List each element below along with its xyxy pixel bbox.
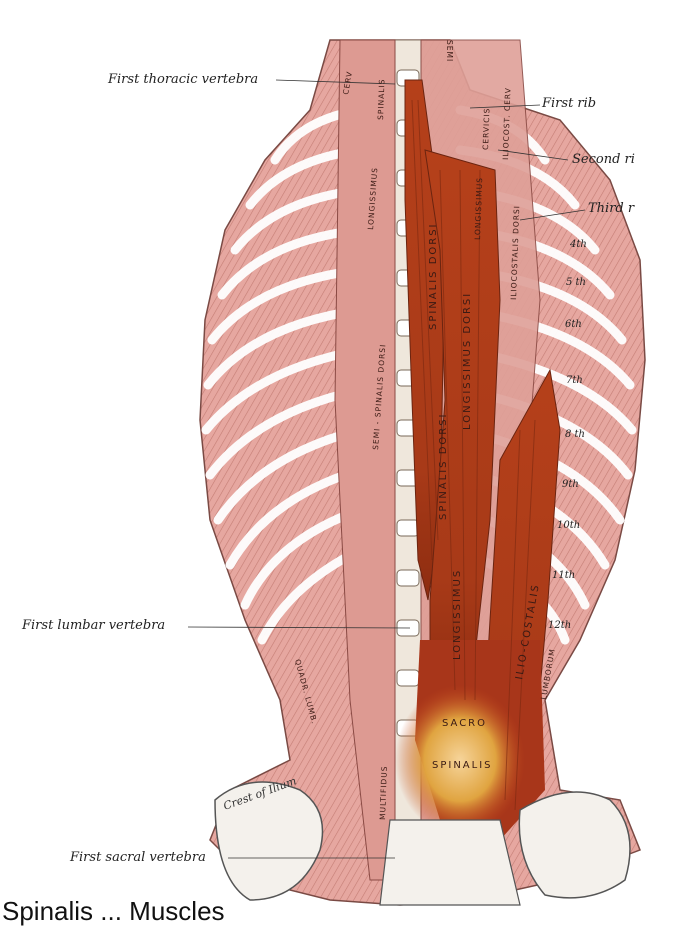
- cervicis-label: CERVICIS: [481, 107, 491, 150]
- first-thoracic-label: First thoracic vertebra: [108, 72, 259, 87]
- highlight-fibres: [411, 99, 536, 811]
- iliocost-cerv-label: ILIOCOST. CERV: [501, 87, 513, 160]
- spinalis-lower-label: SPINALIS: [432, 760, 493, 771]
- longissimus-top-label: LONGISSIMUS: [473, 177, 484, 240]
- longissimus-lower-label: LONGISSIMUS: [452, 569, 463, 660]
- first-rib-label: First rib: [542, 96, 597, 111]
- semi-spinalis-label: SEMI: [445, 40, 454, 62]
- rib-10-label: 10th: [557, 520, 580, 531]
- leader-lines: [187, 79, 586, 859]
- rib-5-label: 5 th: [566, 277, 586, 288]
- figure-caption: Spinalis ... Muscles: [2, 896, 225, 926]
- first-sacral-label: First sacral vertebra: [70, 850, 206, 865]
- sacro-glow: [395, 685, 525, 835]
- iliocostalis-dorsi-label: ILIOCOSTALIS DORSI: [509, 205, 521, 300]
- longissimus-dorsi-label: LONGISSIMUS DORSI: [462, 292, 473, 430]
- rib-4-label: 4th: [569, 239, 587, 250]
- right-ilium: [518, 791, 631, 899]
- rib-number-labels: 4th 5 th 6th 7th 8 th 9th 10th 11th 12th: [548, 239, 587, 631]
- third-rib-label: Third r: [588, 201, 635, 216]
- rib-7-label: 7th: [566, 375, 583, 386]
- second-rib-label: Second ri: [572, 152, 635, 167]
- sacrum: [379, 819, 521, 906]
- sacro-label: SACRO: [442, 718, 487, 729]
- spinalis-dorsi-lower-label: SPINALIS DORSI: [438, 412, 449, 520]
- longissimus-cervicis-label: LONGISSIMUS: [366, 167, 379, 230]
- rib-8-label: 8 th: [565, 429, 585, 440]
- spinalis-dorsi-label: SPINALIS DORSI: [428, 222, 439, 330]
- rib-12-label: 12th: [548, 620, 571, 631]
- first-lumbar-label: First lumbar vertebra: [22, 618, 166, 633]
- left-ilium: [214, 781, 324, 901]
- rib-11-label: 11th: [552, 570, 575, 581]
- left-muscle-column: [334, 39, 396, 881]
- cervicalis-label: CERV: [341, 70, 354, 95]
- multifidus-label: MULTIFIDUS: [378, 765, 389, 820]
- spinalis-label: SPINALIS: [376, 78, 386, 120]
- rib-6-label: 6th: [565, 319, 582, 330]
- rib-9-label: 9th: [562, 479, 579, 490]
